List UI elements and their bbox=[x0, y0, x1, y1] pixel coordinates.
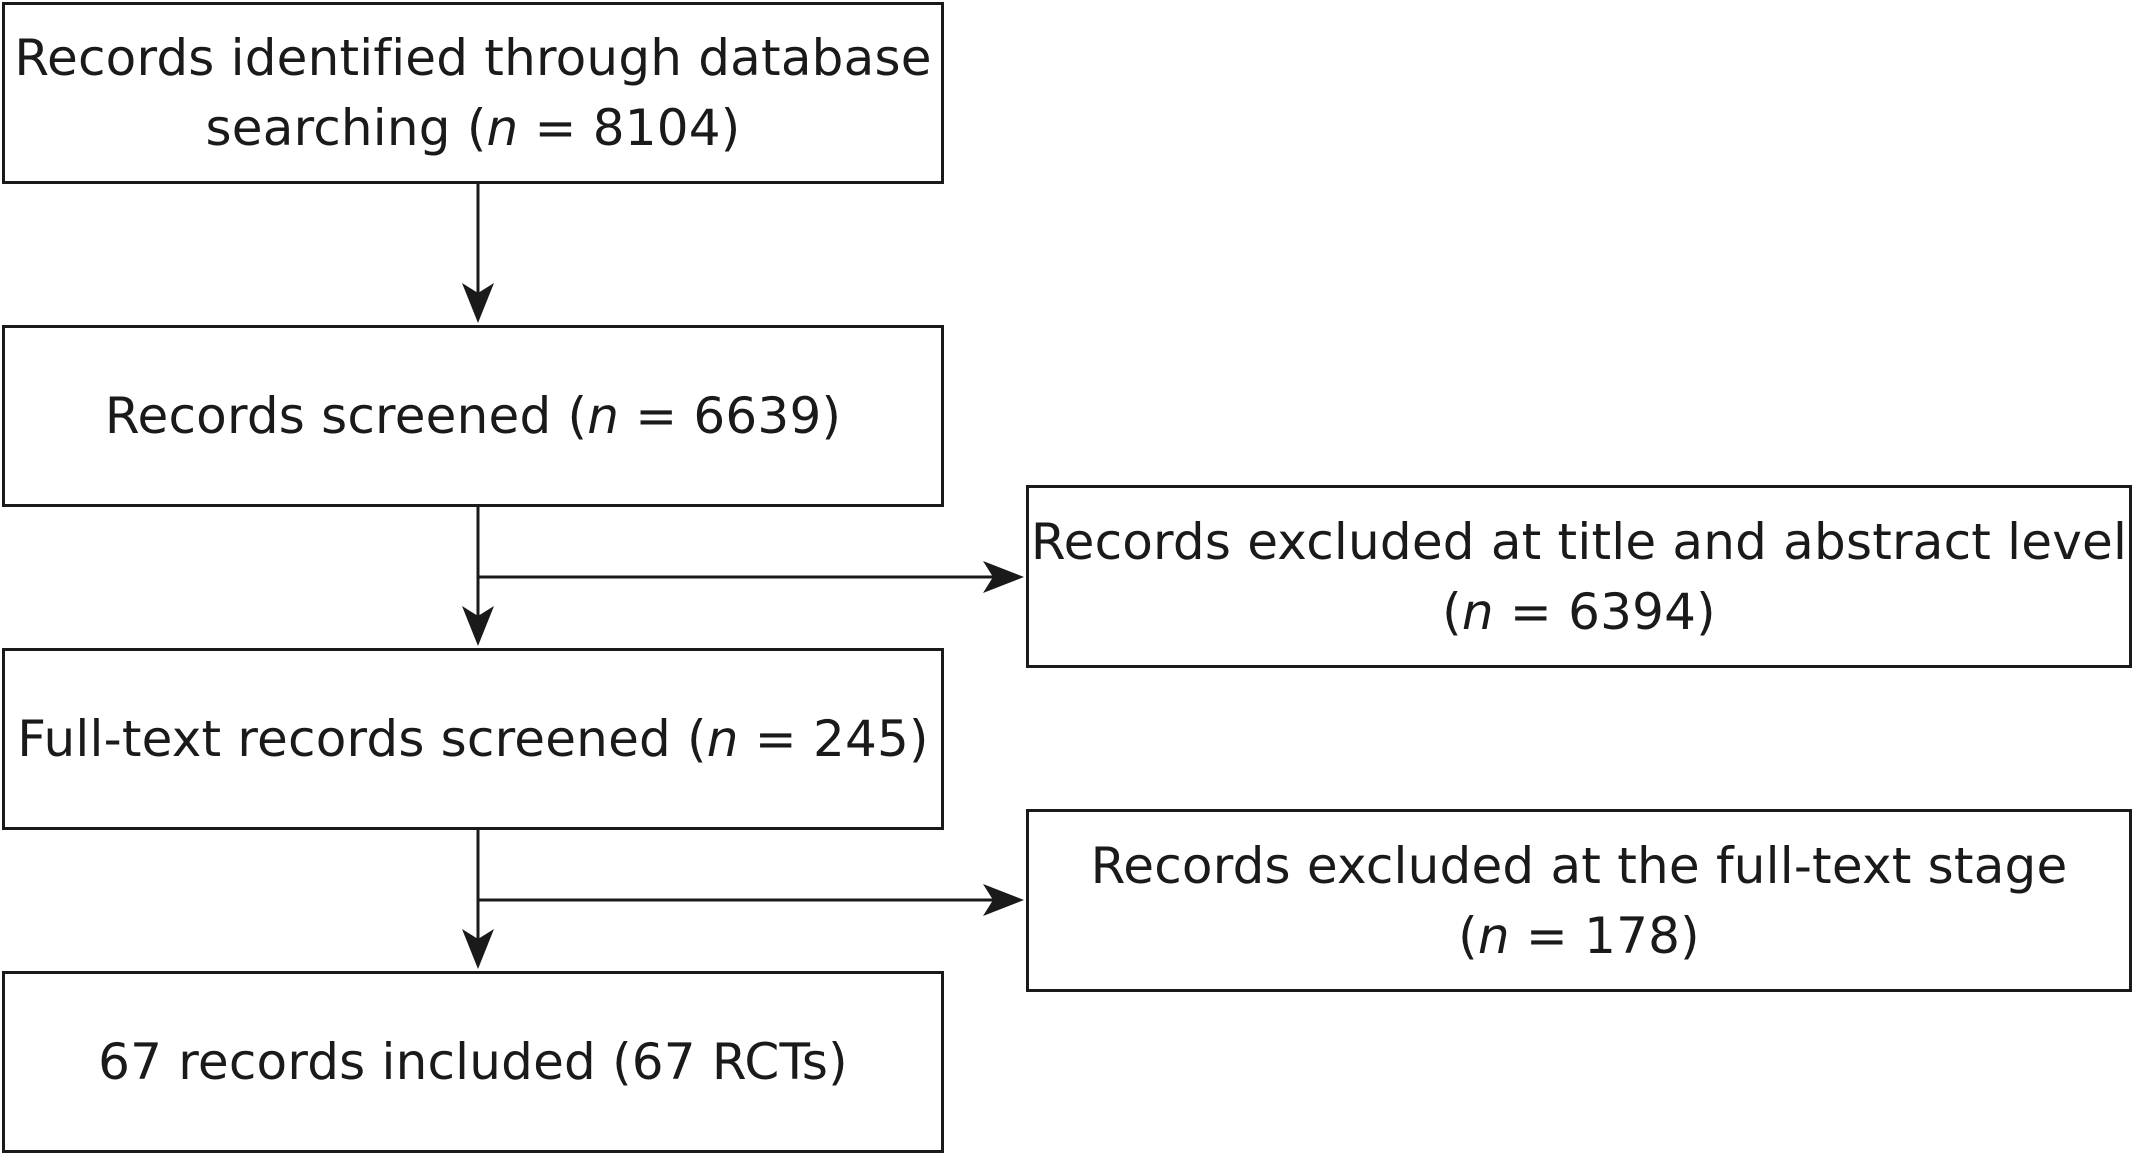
excluded-title-abstract-prefix: ( bbox=[1442, 582, 1462, 641]
records-screened-prefix: Records screened ( bbox=[104, 387, 588, 445]
arrowhead-fulltext-to-included bbox=[462, 929, 494, 969]
fulltext-screened-box: Full-text records screened (n = 245) bbox=[2, 648, 944, 830]
records-screened-box: Records screened (n = 6639) bbox=[2, 325, 944, 507]
arrowhead-identified-to-screened bbox=[462, 283, 494, 323]
arrowhead-to-excluded-title bbox=[983, 561, 1024, 593]
records-screened-count: = 6639) bbox=[619, 387, 842, 445]
records-identified-line1: Records identified through database bbox=[14, 29, 932, 87]
excluded-fulltext-line1: Records excluded at the full-text stage bbox=[1090, 836, 2068, 895]
fulltext-screened-count: = 245) bbox=[738, 710, 929, 768]
fulltext-screened-prefix: Full-text records screened ( bbox=[17, 710, 707, 768]
n-symbol: n bbox=[587, 387, 620, 445]
n-symbol: n bbox=[1477, 906, 1510, 965]
records-identified-line2-prefix: searching ( bbox=[205, 99, 487, 157]
records-identified-box: Records identified through database sear… bbox=[2, 2, 944, 184]
records-screened-line: Records screened (n = 6639) bbox=[105, 381, 841, 451]
excluded-fulltext-count: = 178) bbox=[1509, 906, 1700, 965]
records-identified-line2: searching (n = 8104) bbox=[206, 93, 741, 163]
excluded-title-abstract-line2: (n = 6394) bbox=[1442, 577, 1716, 647]
excluded-fulltext-prefix: ( bbox=[1458, 906, 1478, 965]
fulltext-screened-line: Full-text records screened (n = 245) bbox=[17, 704, 928, 774]
records-included-box: 67 records included (67 RCTs) bbox=[2, 971, 944, 1153]
arrowhead-to-excluded-fulltext bbox=[983, 884, 1024, 916]
records-identified-count: = 8104) bbox=[518, 99, 741, 157]
excluded-title-abstract-line1: Records excluded at title and abstract l… bbox=[1030, 512, 2128, 571]
n-symbol: n bbox=[486, 99, 519, 157]
arrowhead-screened-to-fulltext bbox=[462, 606, 494, 646]
excluded-title-abstract-count: = 6394) bbox=[1493, 582, 1716, 641]
n-symbol: n bbox=[1461, 582, 1494, 641]
records-included-line: 67 records included (67 RCTs) bbox=[98, 1033, 848, 1091]
excluded-title-abstract-box: Records excluded at title and abstract l… bbox=[1026, 485, 2132, 668]
excluded-fulltext-box: Records excluded at the full-text stage … bbox=[1026, 809, 2132, 992]
n-symbol: n bbox=[706, 710, 739, 768]
excluded-fulltext-line2: (n = 178) bbox=[1458, 901, 1700, 971]
